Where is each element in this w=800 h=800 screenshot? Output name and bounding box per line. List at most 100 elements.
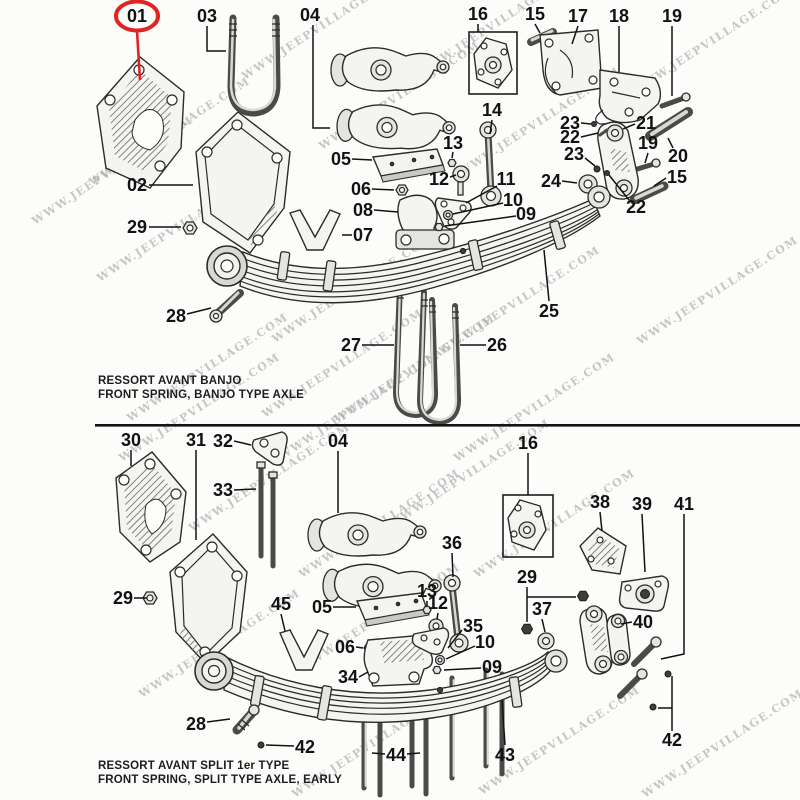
callout-banjo-15: 15 — [525, 4, 545, 34]
part-06-nut — [395, 184, 409, 196]
callout-split-42: 42 — [658, 676, 682, 750]
callout-number: 38 — [590, 492, 610, 512]
callout-split-39: 39 — [632, 494, 652, 573]
leader-line — [406, 752, 421, 755]
part-19-bolt — [631, 92, 691, 173]
part-13-nut-lower — [422, 605, 432, 615]
callout-split-09: 09 — [443, 657, 502, 677]
leader-line — [534, 23, 541, 34]
callout-split-30: 30 — [121, 430, 141, 466]
callout-banjo-28: 28 — [166, 306, 212, 326]
callout-banjo-25: 25 — [539, 249, 559, 321]
callout-number: 05 — [312, 597, 332, 617]
highlight-circle — [114, 0, 160, 33]
part-07-v-bracket — [289, 209, 341, 251]
callout-number: 30 — [121, 430, 141, 450]
section-split-drawing — [115, 431, 672, 798]
callout-number: 04 — [300, 5, 320, 25]
callout-split-04: 04 — [328, 431, 348, 513]
part-03-u-bolt — [227, 14, 281, 117]
part-10-washer-lower — [434, 654, 446, 666]
callout-banjo-23: 23 — [564, 144, 596, 167]
callout-banjo-21: 21 — [622, 113, 656, 133]
leader-line — [571, 25, 579, 45]
callout-number: 14 — [482, 100, 502, 120]
callout-split-37: 37 — [532, 599, 552, 633]
callout-number: 28 — [186, 714, 206, 734]
callout-split-13: 13 — [417, 581, 437, 606]
part-09-nut-lower — [432, 665, 442, 675]
leader-line — [580, 132, 599, 138]
callout-number: 27 — [341, 335, 361, 355]
callout-banjo-02: 02 — [127, 175, 193, 195]
caption-banjo-line2: FRONT SPRING, BANJO TYPE AXLE — [98, 389, 304, 401]
callout-banjo-11: 11 — [465, 169, 516, 204]
callout-number: 06 — [335, 637, 355, 657]
callout-split-16: 16 — [518, 433, 538, 495]
leader-line — [452, 202, 504, 215]
part-31-hanger-cover — [169, 533, 248, 665]
callout-banjo-01: 01 — [114, 0, 160, 81]
leader-line — [667, 137, 674, 149]
callout-split-45: 45 — [271, 594, 291, 632]
leader-line — [358, 671, 369, 678]
callout-number: 29 — [517, 567, 537, 587]
leader-line — [371, 188, 395, 191]
callout-number: 32 — [213, 431, 233, 451]
callout-number: 15 — [525, 4, 545, 24]
callout-split-05: 05 — [312, 597, 356, 617]
callout-number: 22 — [626, 197, 646, 217]
leader-line — [449, 174, 457, 178]
callout-number: 11 — [496, 169, 515, 189]
callout-banjo-19: 19 — [638, 133, 658, 164]
callout-number: 23 — [564, 144, 584, 164]
part-45-v-bracket — [279, 629, 329, 671]
callout-number: 29 — [127, 217, 147, 237]
callout-number: 03 — [197, 6, 217, 26]
callout-number: 04 — [328, 431, 348, 451]
part-15-pin-lower — [629, 181, 669, 205]
part-27-u-bolt-long — [392, 281, 439, 419]
leader-line — [447, 629, 463, 649]
part-30-hanger-cover — [115, 451, 187, 563]
callout-banjo-20: 20 — [667, 137, 688, 166]
part-43-leaf-spring — [194, 649, 568, 724]
leader-line — [351, 158, 373, 161]
part-23-nut-small — [591, 121, 601, 173]
leader-line — [233, 488, 257, 491]
leader-line — [436, 612, 439, 620]
callout-number: 15 — [667, 167, 687, 187]
part-28-shackle-bolt-lower — [232, 704, 260, 735]
callout-banjo-05: 05 — [331, 149, 373, 169]
leader-line — [543, 249, 550, 302]
callout-number: 20 — [668, 146, 688, 166]
callout-number: 42 — [295, 737, 315, 757]
leader-line — [206, 718, 231, 723]
leader-line — [599, 511, 603, 532]
callout-split-32: 32 — [213, 431, 252, 451]
leader-line — [312, 25, 330, 129]
part-41-bolt — [617, 636, 662, 699]
leader-line — [451, 552, 454, 578]
part-38-plate — [579, 527, 627, 575]
callout-number: 06 — [351, 179, 371, 199]
callout-number: 40 — [633, 612, 653, 632]
leader-line — [206, 26, 226, 52]
part-16-boxed-plate-lower — [502, 494, 554, 558]
leader-line — [373, 209, 399, 213]
callout-banjo-19: 19 — [662, 6, 682, 96]
leader-line — [660, 514, 685, 660]
callout-split-12: 12 — [428, 593, 448, 620]
callout-number: 12 — [428, 593, 448, 613]
callout-banjo-03: 03 — [197, 6, 226, 52]
callout-split-44: 44 — [371, 745, 421, 765]
part-26-u-bolt-long — [416, 289, 462, 426]
leader-line — [501, 699, 506, 746]
callout-number: 07 — [353, 225, 373, 245]
callout-number: 42 — [662, 730, 682, 750]
callout-number: 45 — [271, 594, 291, 614]
callout-banjo-07: 07 — [342, 225, 373, 245]
leader-line — [371, 752, 386, 755]
callout-number: 31 — [186, 430, 206, 450]
